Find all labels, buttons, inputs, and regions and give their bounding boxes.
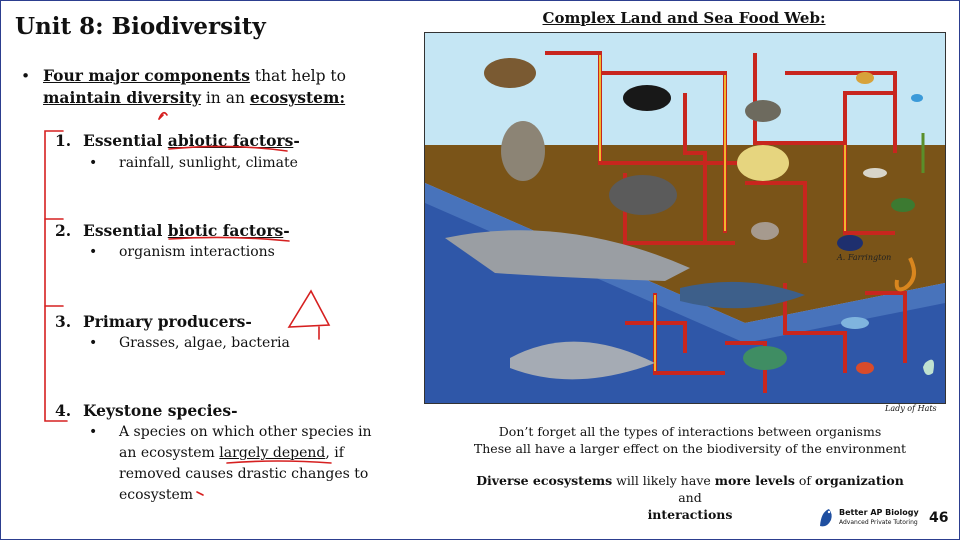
soil-layer: [425, 145, 945, 323]
hawk-illustration: [484, 58, 536, 88]
ink-pyramid: [287, 289, 331, 328]
component-2: 2.Essential biotic factors-: [55, 221, 290, 240]
component-3: 3.Primary producers-: [55, 312, 252, 331]
intro-emphasis-2: maintain diversity: [43, 88, 201, 107]
toad-illustration: [737, 145, 789, 181]
rock-illustration: [609, 175, 677, 215]
slug-illustration: [863, 168, 887, 178]
wasp-illustration: [856, 72, 874, 84]
brand-tagline: Advanced Private Tutoring: [839, 519, 918, 526]
food-web-illustration: A. Farrington: [424, 32, 946, 404]
mouse-illustration: [751, 222, 779, 240]
bullet-dot: •: [21, 67, 31, 85]
interaction-notes: Don’t forget all the types of interactio…: [473, 424, 907, 456]
crab-illustration: [856, 362, 874, 374]
food-web-image: [425, 33, 945, 403]
intro-emphasis-1: Four major components: [43, 66, 250, 85]
shark-illustration: [445, 230, 690, 281]
grouper-illustration: [743, 346, 787, 370]
intro-bullet: • Four major components that help to mai…: [21, 66, 346, 107]
bird-logo-icon: [820, 509, 832, 527]
beetle-illustration: [837, 235, 863, 251]
slide-title: Unit 8: Biodiversity: [15, 13, 266, 40]
component-4: 4.Keystone species-: [55, 401, 238, 420]
diversity-note: Diverse ecosystems will likely have more…: [476, 473, 904, 522]
crow-illustration: [623, 85, 671, 111]
grasshopper-illustration: [891, 198, 915, 212]
ink-bracket: [44, 130, 68, 422]
food-web-title: Complex Land and Sea Food Web:: [542, 9, 826, 27]
worm-illustration: [894, 257, 916, 292]
plankton-illustration: [923, 359, 934, 375]
small-fish-illustration: [841, 317, 869, 329]
image-credit: Lady of Hats: [885, 404, 937, 413]
component-1-detail: • rainfall, sunlight, climate: [89, 155, 298, 171]
tuna-illustration: [680, 281, 805, 309]
myna-illustration: [745, 100, 781, 122]
artist-credit: A. Farrington: [837, 253, 892, 262]
raccoon-illustration: [501, 121, 545, 181]
component-3-detail: • Grasses, algae, bacteria: [89, 335, 290, 351]
dragonfly-illustration: [911, 94, 923, 102]
brand-logo: Better AP Biology Advanced Private Tutor…: [817, 506, 927, 532]
page-number: 46: [929, 510, 949, 526]
component-1: 1.Essential abiotic factors-: [55, 131, 300, 150]
ink-underline-largely-depend: [226, 460, 332, 464]
intro-emphasis-3: ecosystem:: [249, 88, 346, 107]
component-4-detail: • A species on which other species in an…: [89, 424, 372, 503]
component-2-detail: • organism interactions: [89, 244, 275, 260]
dolphin-illustration: [510, 341, 655, 380]
ink-underline-abiotic: [168, 145, 288, 152]
brand-name: Better AP Biology: [839, 508, 919, 517]
ink-underline-biotic: [168, 236, 290, 242]
